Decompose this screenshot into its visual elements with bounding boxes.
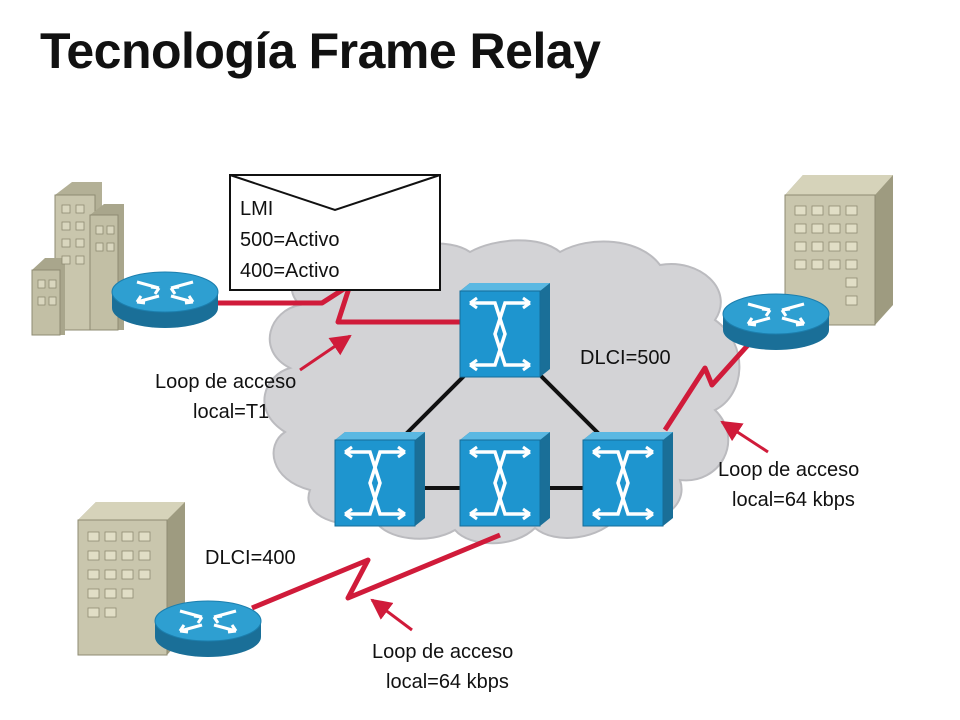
switch-top xyxy=(458,281,552,379)
arrow-top-left xyxy=(299,334,352,372)
dlci-400-label: DLCI=400 xyxy=(205,547,296,569)
dlci-500-label: DLCI=500 xyxy=(580,347,671,369)
loop-label-right: Loop de acceso local=64 kbps xyxy=(718,455,859,515)
switch-bottom-right xyxy=(581,430,675,528)
router-top-left xyxy=(110,270,220,330)
access-link-bottom xyxy=(251,532,501,611)
loop-label-bottom: Loop de acceso local=64 kbps xyxy=(372,637,513,697)
building-top-left xyxy=(31,182,124,336)
router-bottom-left xyxy=(153,599,263,659)
lmi-header: LMI xyxy=(240,198,274,220)
lmi-status-500: 500=Activo xyxy=(240,229,340,251)
loop-arrows xyxy=(299,334,769,632)
access-link-right xyxy=(662,343,750,432)
loop-label-right-line2: local=64 kbps xyxy=(732,489,855,511)
loop-label-top-left-line2: local=T1 xyxy=(193,401,270,423)
loop-label-right-line1: Loop de acceso xyxy=(718,459,860,481)
arrow-bottom xyxy=(370,598,413,632)
loop-label-top-left: Loop de acceso local=T1 xyxy=(155,367,296,427)
lmi-status-400: 400=Activo xyxy=(240,260,340,282)
arrow-right xyxy=(720,420,769,454)
loop-label-top-left-line1: Loop de acceso xyxy=(155,371,297,393)
switch-bottom-left xyxy=(333,430,427,528)
page-title: Tecnología Frame Relay xyxy=(40,23,601,79)
lmi-envelope xyxy=(229,174,441,291)
router-right xyxy=(721,292,831,352)
loop-label-bottom-line2: local=64 kbps xyxy=(386,671,509,693)
switch-bottom-center xyxy=(458,430,552,528)
loop-label-bottom-line1: Loop de acceso xyxy=(372,641,514,663)
